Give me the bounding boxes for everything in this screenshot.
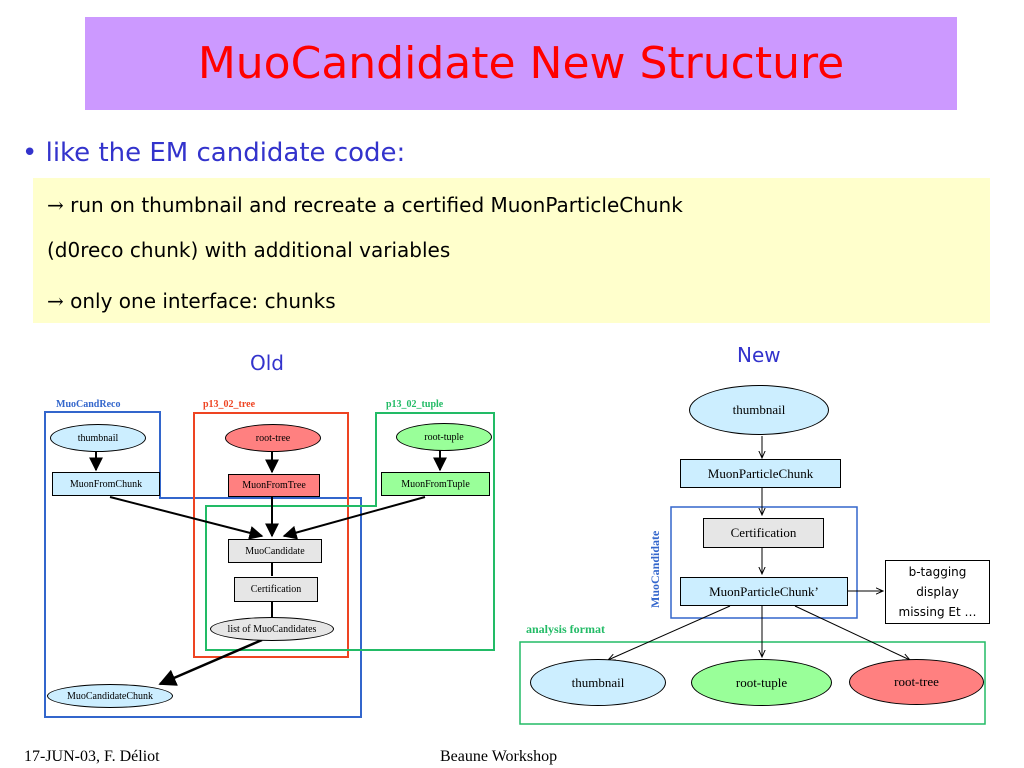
title-banner: MuoCandidate New Structure [85, 17, 957, 110]
group-label-p13-tree: p13_02_tree [203, 399, 256, 410]
callout-line-1: → run on thumbnail and recreate a certif… [47, 193, 683, 217]
new-label: New [737, 343, 781, 367]
muocandidate-vertical-label: MuoCandidate [648, 530, 662, 608]
node-muocandidatechunk: MuoCandidateChunk [47, 684, 173, 708]
side-output-display: display [916, 585, 959, 599]
callout-text-1: run on thumbnail and recreate a certifie… [63, 193, 683, 217]
node-list-of-muocandidates: list of MuoCandidates [210, 617, 334, 641]
arrow-mpcp-to-tree [794, 605, 910, 660]
node-muocandidate: MuoCandidate [228, 539, 322, 563]
group-label-p13-tuple: p13_02_tuple [386, 399, 444, 410]
new-node-out-root-tuple: root-tuple [691, 659, 832, 706]
callout-box: → run on thumbnail and recreate a certif… [33, 178, 990, 323]
new-node-certification: Certification [703, 518, 824, 548]
p13-tuple-frame [205, 412, 495, 651]
new-node-muonparticlechunk: MuonParticleChunk [680, 459, 841, 488]
old-label: Old [250, 351, 284, 375]
node-certification: Certification [234, 577, 318, 602]
arrow-list-to-chunk [158, 638, 263, 686]
side-output-btagging: b-tagging [908, 565, 967, 579]
callout-text-3: only one interface: chunks [63, 289, 336, 313]
new-node-muonparticlechunk-prime: MuonParticleChunk’ [680, 577, 848, 606]
node-thumbnail: thumbnail [50, 424, 146, 452]
new-node-thumbnail: thumbnail [689, 385, 829, 435]
right-arrow-icon: → [47, 289, 64, 313]
right-arrow-icon: → [47, 193, 64, 217]
muocandidate-frame [670, 506, 858, 619]
arrow-mftu-to-muocand [282, 496, 426, 540]
node-root-tree: root-tree [225, 424, 321, 452]
slide-title: MuoCandidate New Structure [197, 38, 845, 89]
new-node-out-thumbnail: thumbnail [530, 659, 666, 706]
arrow-mpcp-to-thumb [608, 605, 731, 660]
analysis-format-label: analysis format [526, 622, 605, 636]
node-muon-from-tree: MuonFromTree [228, 474, 320, 497]
analysis-format-frame [519, 641, 986, 725]
callout-line-2: (d0reco chunk) with additional variables [47, 238, 451, 262]
footer-event: Beaune Workshop [440, 748, 558, 765]
p13-tree-frame [193, 412, 349, 658]
node-muon-from-chunk: MuonFromChunk [52, 472, 160, 496]
group-label-muocandreco: MuoCandReco [56, 399, 121, 410]
side-output-missing-et: missing Et … [898, 605, 977, 619]
footer-author-date: 17-JUN-03, F. Déliot [24, 748, 160, 765]
arrow-mfc-to-muocand [109, 496, 264, 540]
callout-line-3: → only one interface: chunks [47, 289, 336, 313]
side-outputs-box: b-tagging display missing Et … [885, 560, 990, 624]
bullet-point: • like the EM candidate code: [22, 138, 406, 168]
new-node-out-root-tree: root-tree [849, 659, 984, 705]
muocandreco-frame [44, 411, 362, 718]
node-muon-from-tuple: MuonFromTuple [381, 472, 490, 496]
node-root-tuple: root-tuple [396, 423, 492, 451]
